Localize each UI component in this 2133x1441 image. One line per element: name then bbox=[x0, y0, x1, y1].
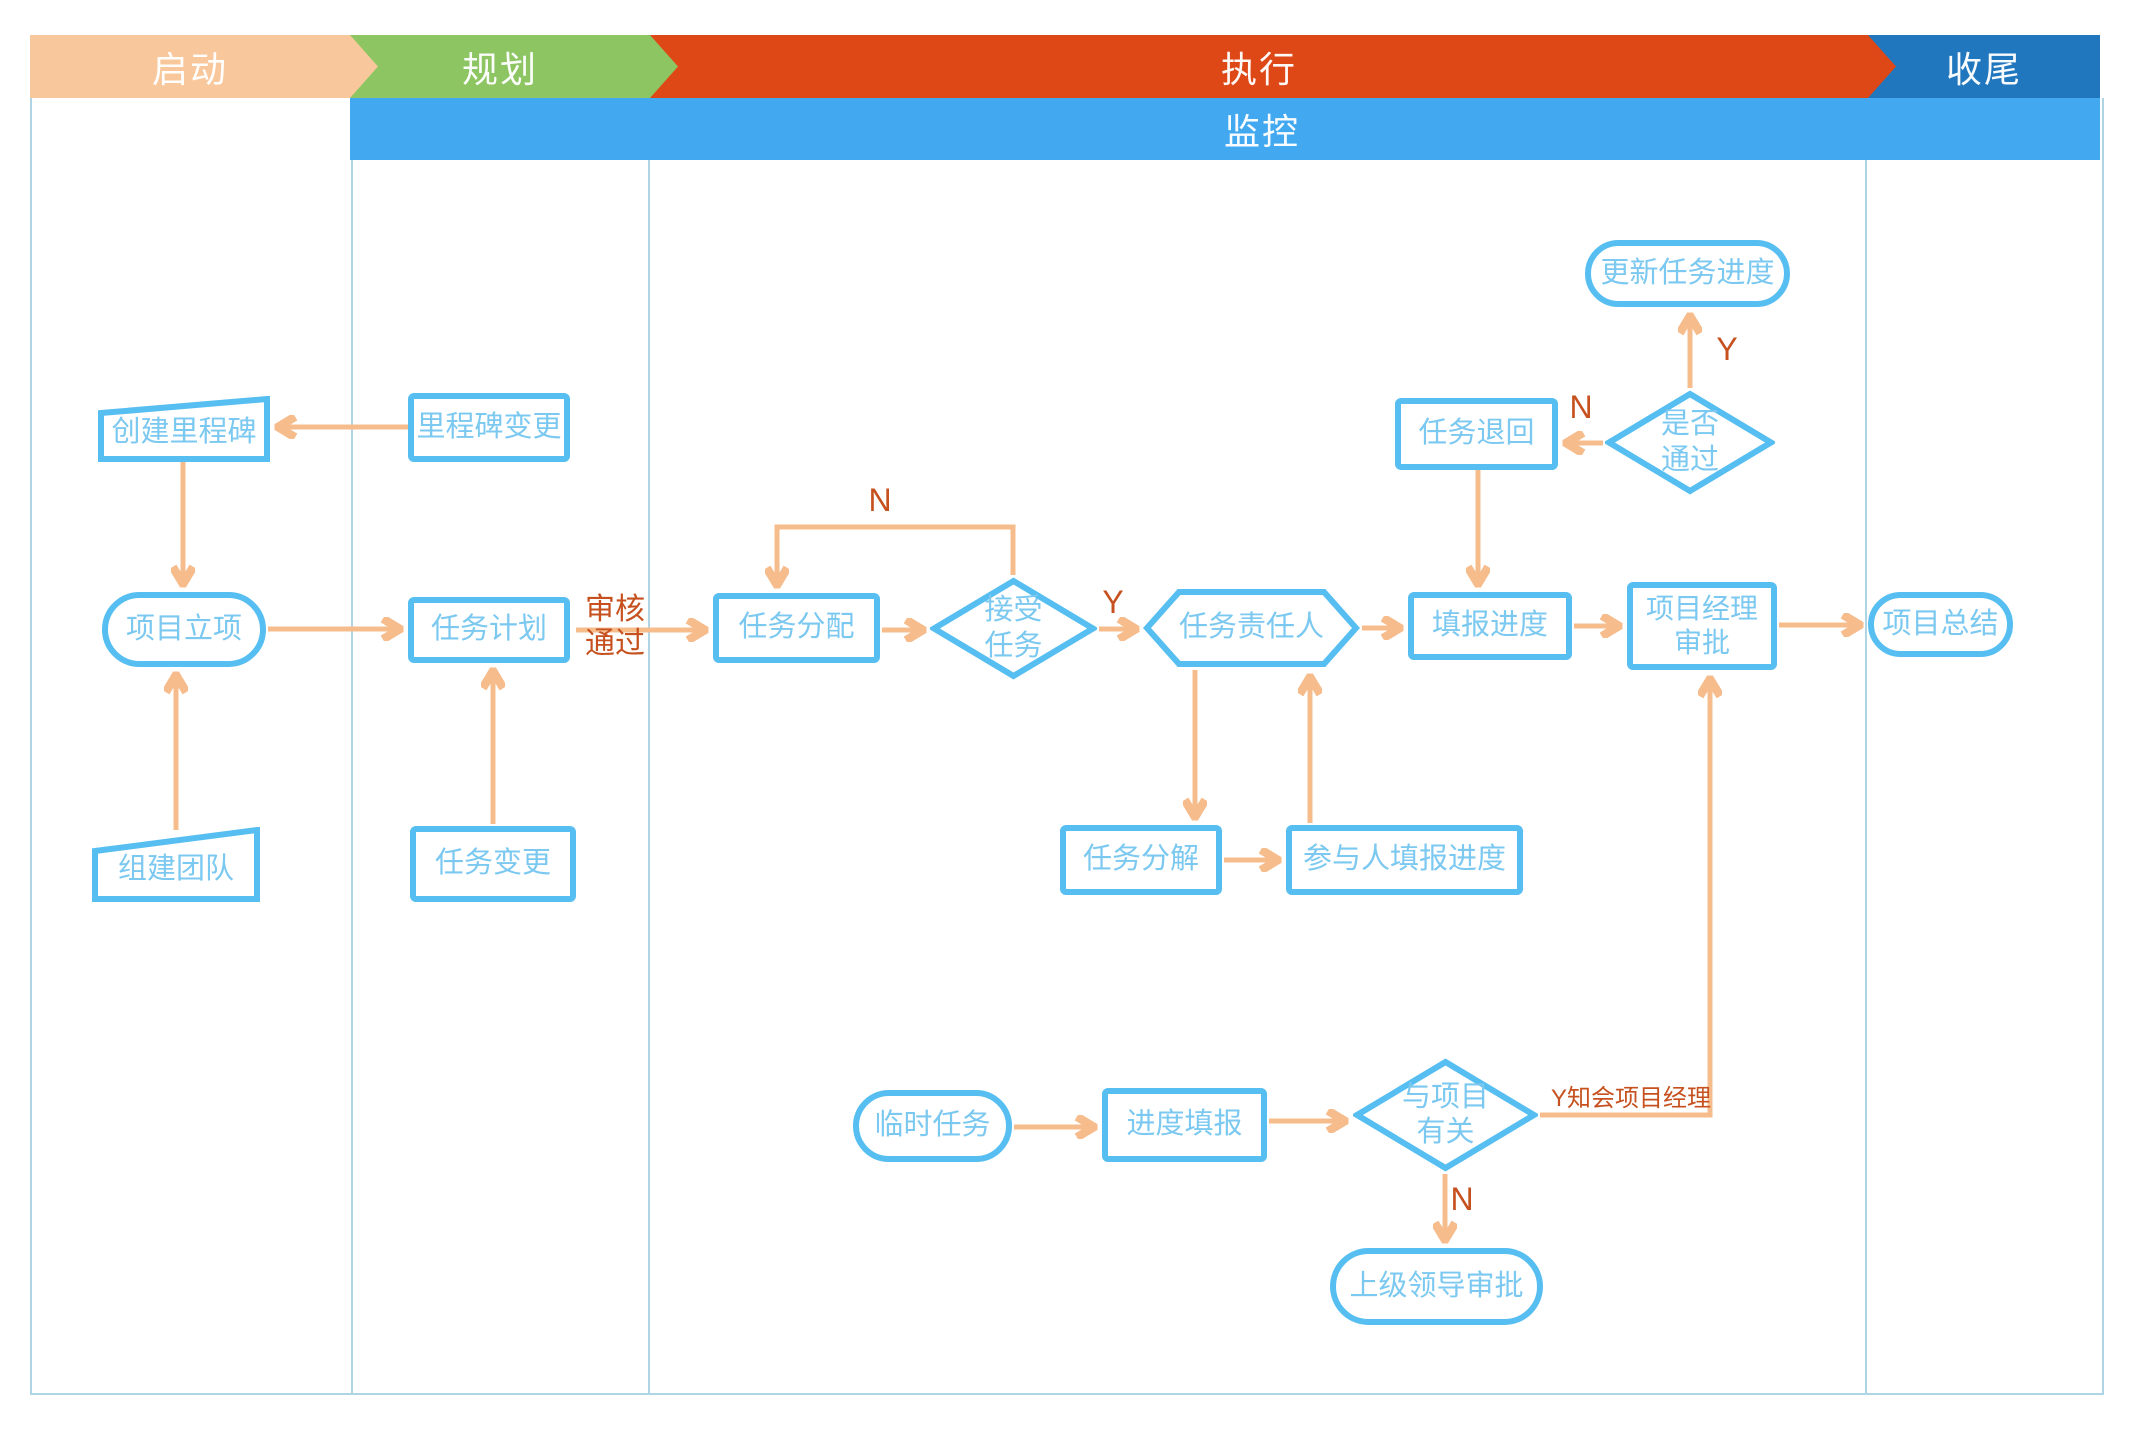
edge-label-pass-no: N bbox=[1569, 389, 1593, 425]
node-project-summary: 项目总结 bbox=[1868, 592, 2013, 657]
edge-label-loop-no: N bbox=[868, 482, 892, 518]
lane-frame bbox=[30, 98, 2104, 1395]
node-task-change: 任务变更 bbox=[410, 826, 576, 902]
phase-band-closing: 收尾 bbox=[1868, 35, 2100, 98]
node-pm-approve: 项目经理 审批 bbox=[1627, 582, 1777, 670]
node-project-related-decision: 与项目 有关 bbox=[1353, 1058, 1538, 1172]
edge-label-notify-pm: Y知会项目经理 bbox=[1551, 1085, 1712, 1112]
phase-label-planning: 规划 bbox=[461, 48, 538, 90]
phase-label-closing: 收尾 bbox=[1945, 48, 2022, 90]
node-temp-task: 临时任务 bbox=[853, 1090, 1012, 1162]
node-project-initiation: 项目立项 bbox=[102, 592, 266, 667]
node-task-decompose: 任务分解 bbox=[1060, 825, 1222, 895]
lane-separator-qidong-guihua bbox=[351, 160, 353, 1393]
phase-band-monitoring: 监控 bbox=[350, 98, 2100, 160]
node-progress-fill: 进度填报 bbox=[1102, 1088, 1267, 1162]
edge-label-accept-yes: Y bbox=[1102, 584, 1124, 620]
edge-label-related-no: N bbox=[1450, 1181, 1474, 1217]
lane-separator-guihua-zhixing bbox=[648, 160, 650, 1393]
node-accept-task-decision: 接受 任务 bbox=[930, 577, 1097, 680]
phase-label-executing: 执行 bbox=[1220, 48, 1297, 90]
phase-band-executing: 执行 bbox=[650, 35, 1896, 98]
phase-band-initiating: 启动 bbox=[30, 35, 378, 98]
node-participant-fill-progress: 参与人填报进度 bbox=[1286, 825, 1523, 895]
edge-label-review-pass: 审核 通过 bbox=[585, 593, 645, 660]
node-update-task-progress: 更新任务进度 bbox=[1585, 240, 1790, 307]
node-pass-check-decision: 是否 通过 bbox=[1605, 390, 1775, 495]
node-task-owner: 任务责任人 bbox=[1143, 588, 1360, 668]
node-build-team: 组建团队 bbox=[92, 827, 260, 902]
phase-band-planning: 规划 bbox=[350, 35, 678, 98]
lane-separator-zhixing-shouwei bbox=[1865, 160, 1867, 1393]
node-milestone-change: 里程碑变更 bbox=[408, 393, 570, 462]
node-task-assign: 任务分配 bbox=[713, 593, 880, 663]
node-task-return: 任务退回 bbox=[1395, 398, 1558, 470]
phase-label-initiating: 启动 bbox=[151, 48, 228, 90]
node-fill-progress: 填报进度 bbox=[1408, 592, 1572, 660]
node-task-plan: 任务计划 bbox=[408, 597, 570, 663]
phase-label-monitoring: 监控 bbox=[1223, 111, 1300, 152]
node-create-milestone: 创建里程碑 bbox=[98, 396, 270, 462]
node-leader-approve: 上级领导审批 bbox=[1330, 1248, 1543, 1325]
edge-label-pass-yes: Y bbox=[1716, 331, 1738, 367]
